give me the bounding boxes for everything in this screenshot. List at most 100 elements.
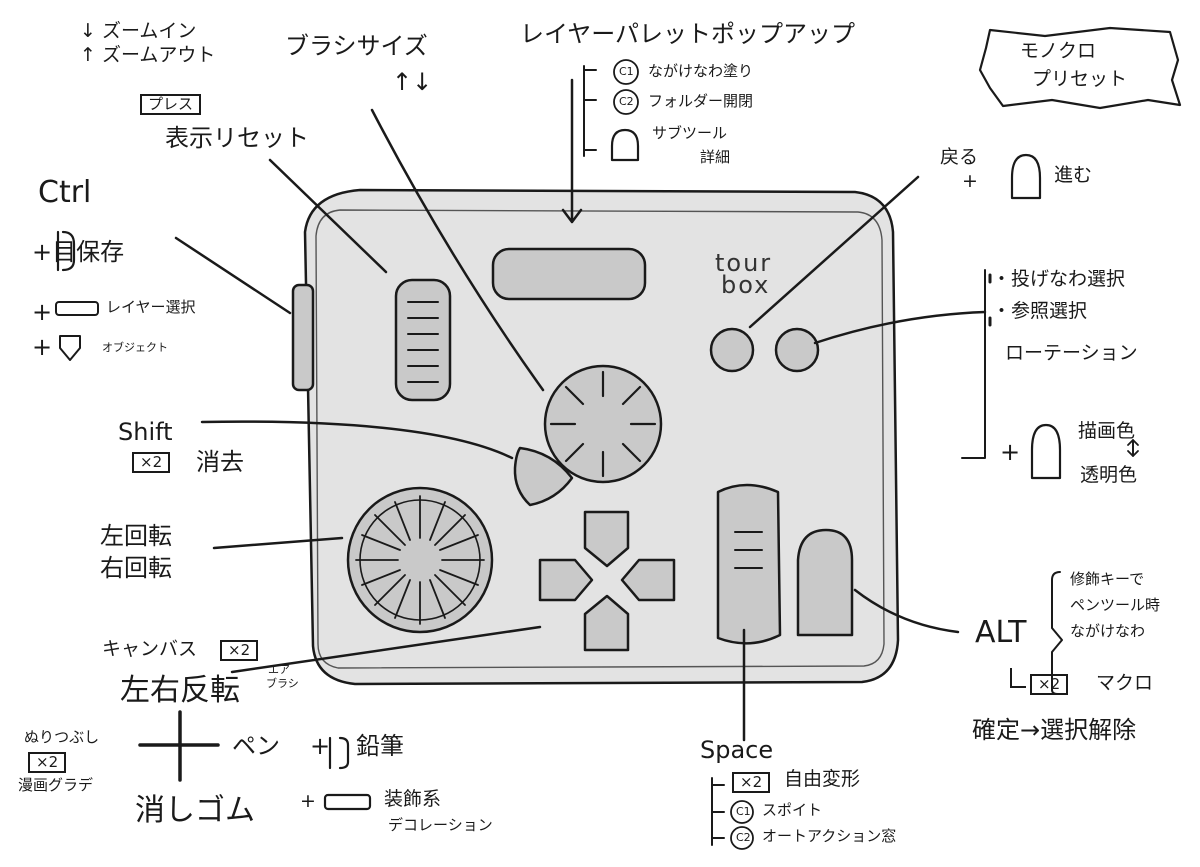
back-label: 戻る	[940, 146, 979, 168]
alt-tall-button[interactable]	[796, 528, 854, 637]
space-badge-text: ×2	[732, 772, 771, 793]
eraser-label: 消しゴム	[135, 793, 255, 828]
space-c2-badge: C2	[736, 831, 751, 844]
shift-button[interactable]	[513, 446, 574, 507]
scroll-wheel[interactable]	[394, 278, 452, 402]
canvas-label: キャンバス	[102, 638, 198, 660]
callout-back-forward	[748, 175, 920, 329]
rotate-left-label: 左回転	[100, 522, 172, 550]
callout-layer-arrow	[561, 78, 583, 224]
brand-line2: box	[721, 271, 771, 299]
decor-plus: +	[300, 790, 316, 812]
shift-badge: ×2	[132, 452, 171, 473]
layer-select-rect-icon	[55, 301, 99, 316]
rotate-right-label: 右回転	[100, 554, 172, 582]
transparent-color-label: 透明色	[1080, 464, 1138, 486]
brand-logo: tour box	[715, 249, 773, 299]
right-knob-item2: ・参照選択	[992, 300, 1088, 322]
zoom-out-label: ↑ ズームアウト	[80, 44, 216, 66]
right-knobs-bracket	[961, 269, 986, 459]
subtool-label-2: 詳細	[700, 148, 731, 166]
pen-label: ペン	[232, 732, 280, 760]
space-badge: ×2	[732, 772, 771, 793]
ctrl-plus-1: +	[32, 298, 53, 326]
space-bracket	[711, 777, 725, 846]
pencil-label: 鉛筆	[356, 732, 404, 760]
color-dome-icon	[1030, 423, 1062, 480]
d-pad-down[interactable]	[583, 594, 630, 652]
layer-c1-badge: C1	[619, 65, 634, 78]
device-inner-edge	[315, 209, 885, 669]
manga-label: 漫画グラデ	[18, 776, 94, 794]
ctrl-plus-2: +	[32, 333, 53, 361]
decoration-label: デコレーション	[388, 816, 493, 834]
color-plus: +	[1000, 438, 1021, 466]
object-shield-icon	[59, 335, 81, 361]
confirm-label: 確定→選択解除	[972, 716, 1137, 744]
callout-brush-size	[370, 108, 545, 392]
alt-line1: 修飾キーで	[1070, 570, 1145, 588]
ctrl-title: Ctrl	[38, 175, 92, 210]
callout-press-reset	[268, 158, 388, 274]
mono-preset-cloud	[978, 26, 1182, 110]
transform-label: 自由変形	[784, 768, 861, 790]
decor-rect-icon	[323, 793, 372, 811]
brand-line1: tour	[715, 249, 773, 277]
callout-ctrl	[174, 236, 292, 315]
layer-palette-title: レイヤーパレットポップアップ	[520, 20, 856, 48]
space-c1-badge-circle	[730, 800, 754, 824]
ctrl-side-button[interactable]	[291, 283, 315, 392]
brush-size-arrows: ↑↓	[392, 68, 433, 96]
forward-dome-icon	[1010, 153, 1042, 200]
save-bracket-icon	[56, 230, 76, 272]
layer-c2-label: フォルダー開閉	[648, 92, 754, 110]
alt-badge-text: ×2	[1030, 674, 1069, 695]
callout-canvas	[230, 625, 542, 674]
pencil-plus: +	[310, 732, 331, 760]
zoom-in-label: ↓ ズームイン	[80, 20, 197, 42]
subtool-label-1: サブツール	[652, 124, 728, 142]
callout-shift	[200, 420, 514, 460]
callout-right-knobs	[813, 310, 987, 345]
fill-badge: ×2	[28, 752, 67, 773]
top-long-button[interactable]	[491, 247, 647, 301]
d-pad-up[interactable]	[583, 510, 630, 568]
press-badge-text: プレス	[140, 94, 202, 115]
back-plus: +	[962, 170, 978, 192]
knob-dial[interactable]	[543, 364, 663, 484]
c2-badge-circle	[613, 89, 639, 115]
air-label-2: ブラシ	[266, 677, 299, 690]
c1-badge-circle	[613, 59, 639, 85]
d-pad-right[interactable]	[620, 558, 676, 602]
space-c2-badge-circle	[730, 826, 754, 850]
alt-macro-bracket	[1010, 668, 1026, 688]
big-dial[interactable]	[346, 486, 494, 634]
shift-badge-text: ×2	[132, 452, 171, 473]
canvas-badge-text: ×2	[220, 640, 259, 661]
ctrl-save: +目保存	[32, 238, 125, 266]
alt-title: ALT	[975, 615, 1027, 650]
alt-line3: ながけなわ	[1070, 622, 1146, 640]
auto-action-label: オートアクション窓	[762, 827, 897, 845]
fill-badge-text: ×2	[28, 752, 67, 773]
space-title: Space	[700, 736, 774, 764]
fill-label: ぬりつぶし	[24, 728, 100, 746]
round-button-right[interactable]	[774, 327, 820, 373]
mono-preset-line2: プリセット	[1032, 68, 1128, 90]
ctrl-layer-select: レイヤー選択	[106, 298, 196, 316]
air-label-1: エア	[268, 663, 290, 676]
round-button-left[interactable]	[709, 327, 755, 373]
d-pad-left[interactable]	[538, 558, 594, 602]
space-tall-button[interactable]	[716, 483, 782, 645]
shift-title: Shift	[118, 418, 173, 446]
erase-label: 消去	[196, 448, 244, 476]
pencil-bracket-icon	[328, 736, 350, 770]
press-badge: プレス	[140, 94, 202, 115]
forward-label: 進む	[1054, 164, 1093, 186]
right-knob-item1: ・投げなわ選択	[992, 268, 1126, 290]
brush-size-label: ブラシサイズ	[285, 32, 428, 60]
big-plus-icon	[138, 710, 220, 782]
d-pad[interactable]	[538, 510, 676, 652]
macro-label: マクロ	[1096, 672, 1154, 694]
layer-c1-label: ながけなわ塗り	[648, 62, 754, 80]
